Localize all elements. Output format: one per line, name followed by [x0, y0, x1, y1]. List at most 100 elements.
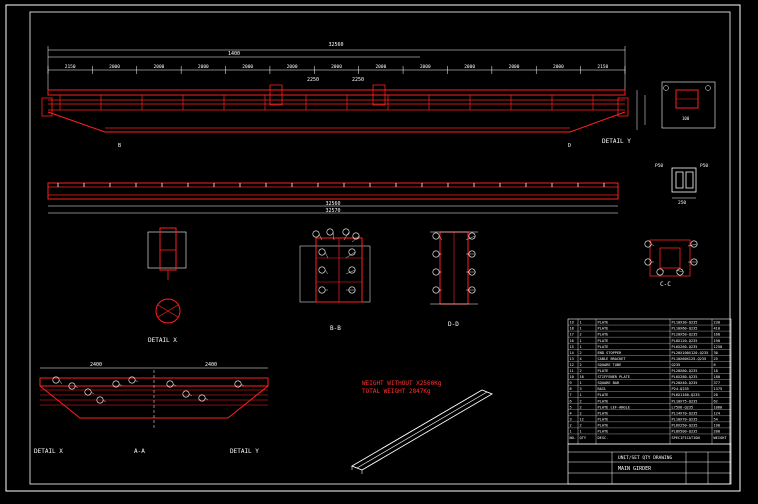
bom-cell: PLATE	[598, 345, 609, 349]
part-balloon	[676, 268, 684, 276]
bom-cell: PLATE	[598, 327, 609, 331]
section-b-b-label: B-B	[330, 325, 341, 332]
elevation-mid-dimension-left: 2250	[307, 77, 319, 83]
bom-cell: PLATE	[598, 430, 609, 434]
part-balloon	[342, 228, 350, 236]
weight-note-line-2: TOTAL WEIGHT 2847Kg	[362, 388, 431, 395]
panel-dimension: 2000	[420, 64, 431, 70]
section-c-c: C-C	[644, 239, 698, 288]
part-balloon	[690, 240, 698, 248]
bom-cell: PLATE	[598, 399, 609, 403]
part-balloon	[348, 266, 356, 274]
part-balloon	[432, 286, 440, 294]
side-section-dim-bottom: 250	[678, 200, 686, 206]
bom-cell: RAIL	[598, 387, 607, 391]
bom-cell: 200	[714, 430, 721, 434]
bom-cell: 11	[570, 369, 574, 373]
bom-cell: 20	[714, 393, 718, 397]
bom-cell: 1	[580, 430, 582, 434]
bom-cell: PLATE	[598, 339, 609, 343]
bom-cell: PL8X500-Q235	[672, 430, 698, 434]
bom-cell: 2	[580, 423, 582, 427]
bom-cell: 3	[580, 387, 582, 391]
sheet-border-inner	[29, 11, 731, 485]
bom-cell: 2	[580, 405, 582, 409]
bom-cell: 4	[580, 357, 582, 361]
section-d-d: D-D	[430, 231, 478, 328]
bom-cell: PL10X60-Q235	[672, 327, 698, 331]
bottom-view-a-a: 2400 2400 DETAIL X A-A DETAIL Y	[34, 362, 269, 455]
panel-dimension: 2000	[154, 64, 165, 70]
sheet-border-outer	[5, 4, 741, 492]
part-balloon	[348, 248, 356, 256]
bom-cell: 1060	[714, 405, 723, 409]
bom-header-cell: SPECIFICATION	[672, 436, 700, 440]
part-balloon	[432, 268, 440, 276]
bom-cell: 18	[714, 369, 718, 373]
isometric-girder	[350, 389, 494, 474]
bom-cell: PL8X120-Q235	[672, 339, 698, 343]
bom-cell: 8	[570, 387, 572, 391]
bom-cell: PL10X30-Q235	[672, 321, 698, 325]
section-marker-right: D	[568, 143, 571, 149]
part-balloon	[432, 250, 440, 258]
bom-cell: PLATE	[598, 423, 609, 427]
bom-cell: PL6X260-Q235	[672, 345, 698, 349]
bom-cell: 5	[570, 405, 572, 409]
plan-bottom-dimension-1: 32560	[325, 201, 340, 207]
bom-cell: 2	[580, 333, 582, 337]
svg-text:100: 100	[682, 116, 690, 121]
panel-dimension: 2000	[242, 64, 253, 70]
part-balloon	[312, 230, 320, 238]
bom-cell: 18	[570, 327, 574, 331]
bom-cell: 1375	[714, 387, 723, 391]
detail-x-label: DETAIL X	[148, 337, 177, 344]
bom-cell: 6	[714, 363, 716, 367]
bom-cell: 1	[580, 339, 582, 343]
elevation-mid-dimension-right: 2250	[352, 77, 364, 83]
panel-dimension: 2000	[287, 64, 298, 70]
bom-cell: 377	[714, 381, 721, 385]
panel-dimension: 2000	[331, 64, 342, 70]
bom-cell: 62	[714, 399, 718, 403]
bottom-view-label-mid: A-A	[134, 448, 145, 455]
title-block-row-1: UNIT/SET QTY DRAWING	[618, 455, 672, 461]
bom-cell: 1	[580, 393, 582, 397]
bom-cell: PL10X75-Q235	[672, 399, 698, 403]
part-balloon	[432, 232, 440, 240]
bom-cell: 2	[580, 369, 582, 373]
panel-dimension: 2000	[109, 64, 120, 70]
bom-cell: 19	[570, 321, 574, 325]
panel-dimension: 2000	[553, 64, 564, 70]
bom-cell: 17	[570, 333, 574, 337]
bom-cell: PLATE	[598, 411, 609, 415]
girder-top-flange	[47, 89, 626, 96]
bom-cell: PL20X40-Q235	[672, 381, 698, 385]
bom-cell: 25	[714, 357, 718, 361]
bom-cell: STIFFENER PLATE	[598, 375, 630, 379]
bom-cell: PLATE LEF-ANGLE	[598, 405, 630, 409]
panel-dimension: 2000	[509, 64, 520, 70]
title-block: UNIT/SET QTY DRAWING MAIN GIRDER	[567, 443, 732, 485]
panel-dimension: 2000	[464, 64, 475, 70]
panel-dimension: 2000	[375, 64, 386, 70]
bom-cell: PL6X250-Q235	[672, 423, 698, 427]
title-block-title: MAIN GIRDER	[618, 466, 652, 472]
bom-cell: 190	[714, 423, 721, 427]
bom-cell: PLATE	[598, 333, 609, 337]
bom-cell: 54	[714, 417, 718, 421]
part-balloon	[182, 390, 190, 398]
part-balloon	[318, 248, 326, 256]
part-balloon	[318, 266, 326, 274]
part-balloon	[352, 232, 360, 240]
bom-cell: 2	[580, 363, 582, 367]
bom-cell: L75X6-Q235	[672, 405, 694, 409]
side-section-dim-right: P50	[700, 163, 708, 169]
part-balloon	[326, 228, 334, 236]
plan-stiffener-ticks	[57, 183, 605, 187]
bom-cell: 180	[714, 375, 721, 379]
bom-cell: 13	[570, 357, 574, 361]
bom-header-cell: DESC.	[598, 436, 609, 440]
